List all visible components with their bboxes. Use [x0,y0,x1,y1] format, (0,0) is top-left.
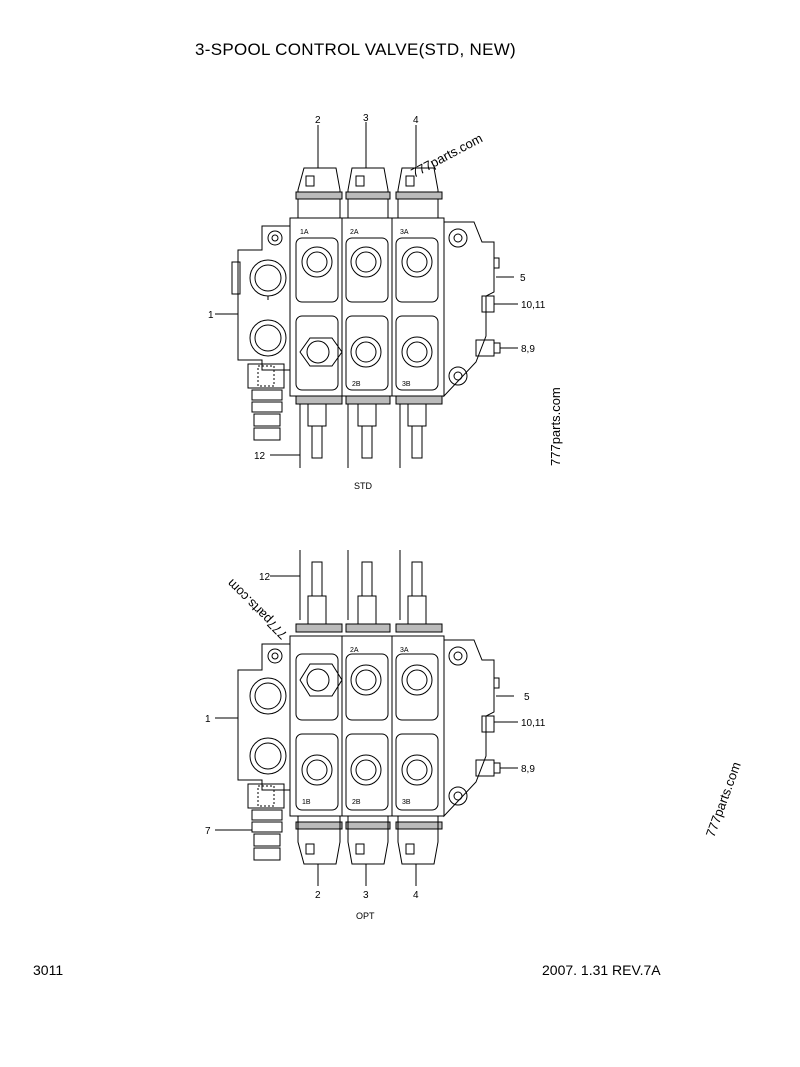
opt-outlet-port [249,737,287,775]
watermark-2: 777parts.com [548,387,563,466]
opt-spool-caps [295,816,443,865]
std-caption: STD [354,481,373,491]
std-callout-2: 2 [315,115,321,126]
std-port-2a: 2A [350,229,359,236]
opt-callout-2: 2 [315,890,321,901]
opt-spool-rods [295,550,443,633]
opt-callout-7: 7 [205,826,211,837]
opt-view [215,550,518,886]
std-callout-5: 5 [520,273,526,284]
std-callout-10-11: 10,11 [521,300,546,311]
std-port-3a: 3A [400,229,409,236]
opt-callout-4: 4 [413,890,419,901]
std-callout-3: 3 [363,113,369,124]
std-end-cover [443,221,495,398]
opt-relief-valve [247,783,285,861]
std-spool-caps [295,167,443,218]
std-port-2b: 2B [352,381,361,388]
opt-inlet-port [249,677,287,715]
std-callout-12: 12 [254,451,266,462]
page-number: 3011 [33,962,64,978]
opt-port-3b: 3B [402,799,411,806]
opt-spool-sections [289,635,445,817]
opt-port-1b: 1B [302,799,311,806]
std-outlet-port [249,319,287,357]
std-callout-4: 4 [413,115,419,126]
opt-callout-10-11: 10,11 [521,718,546,729]
std-spool-ends [295,395,443,468]
opt-callout-8-9: 8,9 [521,764,535,775]
std-port-3b: 3B [402,381,411,388]
opt-callout-12: 12 [259,572,271,583]
opt-port-2b: 2B [352,799,361,806]
opt-end-cover [443,639,495,818]
std-view [215,122,518,468]
std-spool-sections [289,217,445,397]
page-title: 3-SPOOL CONTROL VALVE(STD, NEW) [195,40,517,59]
opt-callout-1: 1 [205,714,211,725]
std-callout-1: 1 [208,310,214,321]
opt-callout-3: 3 [363,890,369,901]
revision-date: 2007. 1.31 REV.7A [542,962,661,978]
std-port-1a: 1A [300,229,309,236]
watermark-4: 777parts.com [703,760,744,839]
watermark-1: 777parts.com [408,130,485,180]
opt-caption: OPT [356,911,375,921]
opt-callout-5: 5 [524,692,530,703]
opt-port-3a: 3A [400,647,409,654]
watermark-3: 777parts.com [224,576,290,642]
opt-port-2a: 2A [350,647,359,654]
std-relief-valve [247,363,285,441]
std-callout-8-9: 8,9 [521,344,535,355]
